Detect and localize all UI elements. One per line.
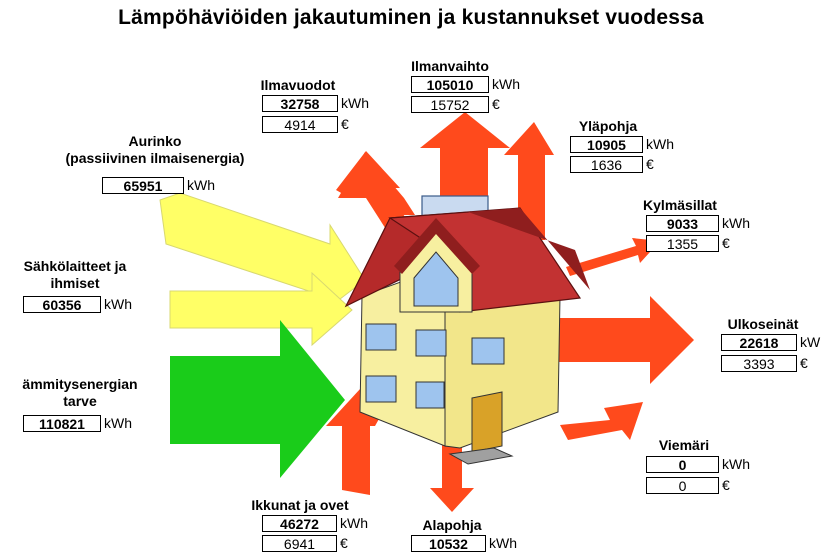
sun-label-line2: (passiivinen ilmaisenergia) — [65, 150, 245, 166]
air-leak-eur-value: 4914 — [262, 116, 338, 133]
heating-arrow — [170, 320, 345, 478]
door-step — [448, 447, 514, 465]
thermal-bridge-label: Kylmäsillat — [643, 197, 717, 213]
floor-arrow — [430, 440, 474, 512]
heating-kwh-unit: kWh — [104, 415, 132, 431]
thermal-bridge-arrow — [566, 238, 660, 276]
windows-kwh-value: 46272 — [262, 515, 337, 532]
sun-label: Aurinko (passiivinen ilmaisenergia) — [30, 133, 280, 167]
wall-arrow — [555, 296, 694, 384]
floor-label: Alapohja — [422, 517, 482, 533]
windows-label: Ikkunat ja ovet — [251, 497, 349, 513]
windows-eur-unit: € — [340, 535, 348, 551]
ventilation-label: Ilmanvaihto — [411, 58, 489, 74]
thermal-bridge-kwh-value: 9033 — [646, 215, 719, 232]
wall-eur-value: 3393 — [721, 355, 797, 372]
floor-kwh-unit: kWh — [489, 535, 517, 551]
windows-eur-value: 6941 — [262, 535, 337, 552]
ventilation-arrow — [420, 112, 510, 200]
diagram-title: Lämpöhäviöiden jakautuminen ja kustannuk… — [118, 6, 704, 29]
air-leak-kwh-unit: kWh — [341, 95, 369, 111]
air-leak-kwh-value: 32758 — [262, 95, 338, 112]
ventilation-eur-unit: € — [492, 96, 500, 112]
drain-arrow — [560, 402, 643, 440]
wall-label: Ulkoseinät — [727, 316, 799, 332]
sun-kwh-unit: kWh — [187, 177, 215, 193]
window-3 — [471, 337, 505, 365]
drain-kwh-value: 0 — [646, 456, 719, 473]
roof-kwh-value: 10905 — [570, 136, 643, 153]
dormer-roof — [394, 218, 480, 274]
roof-kwh-unit: kWh — [646, 136, 674, 152]
devices-label-line1: Sähkölaitteet ja — [23, 258, 127, 274]
window-5 — [415, 381, 445, 409]
thermal-bridge-eur-value: 1355 — [646, 235, 719, 252]
wall-kwh-unit: kW — [800, 334, 821, 350]
drain-kwh-unit: kWh — [722, 456, 750, 472]
heating-label-line1: ämmitysenergian — [22, 376, 138, 392]
sun-kwh-value: 65951 — [102, 177, 184, 194]
window-2 — [415, 329, 447, 357]
devices-kwh-value: 60356 — [23, 296, 101, 313]
ventilation-kwh-value: 105010 — [411, 76, 489, 93]
heating-label-line2: tarve — [63, 393, 97, 409]
sun-label-line1: Aurinko — [128, 133, 182, 149]
heating-kwh-value: 110821 — [23, 415, 101, 432]
window-arrow — [326, 360, 430, 495]
thermal-bridge-kwh-unit: kWh — [722, 215, 750, 231]
thermal-bridge-eur-unit: € — [722, 235, 730, 251]
devices-kwh-unit: kWh — [104, 296, 132, 312]
windows-kwh-unit: kWh — [340, 515, 368, 531]
roof-arrow — [504, 122, 554, 240]
floor-kwh-value: 10532 — [411, 535, 486, 552]
air-leak-eur-unit: € — [341, 116, 349, 132]
ventilation-eur-value: 15752 — [411, 96, 489, 113]
dormer-window — [413, 251, 459, 307]
devices-arrow — [169, 271, 353, 347]
window-4 — [365, 375, 397, 403]
house-roof-front — [468, 208, 590, 290]
drain-eur-value: 0 — [646, 477, 719, 494]
window-1 — [365, 323, 397, 351]
heating-label: ämmitysenergian tarve — [0, 376, 160, 410]
drain-label: Viemäri — [658, 437, 710, 453]
drain-eur-unit: € — [722, 477, 730, 493]
wall-kwh-value: 22618 — [721, 334, 797, 351]
air-leak-label: Ilmavuodot — [260, 77, 336, 93]
devices-label: Sähkölaitteet ja ihmiset — [0, 258, 150, 292]
roof-eur-unit: € — [646, 156, 654, 172]
ventilation-kwh-unit: kWh — [492, 76, 520, 92]
roof-label: Yläpohja — [578, 118, 638, 134]
devices-label-line2: ihmiset — [50, 275, 100, 291]
wall-eur-unit: € — [800, 355, 808, 371]
door — [471, 391, 503, 453]
roof-eur-value: 1636 — [570, 156, 643, 173]
